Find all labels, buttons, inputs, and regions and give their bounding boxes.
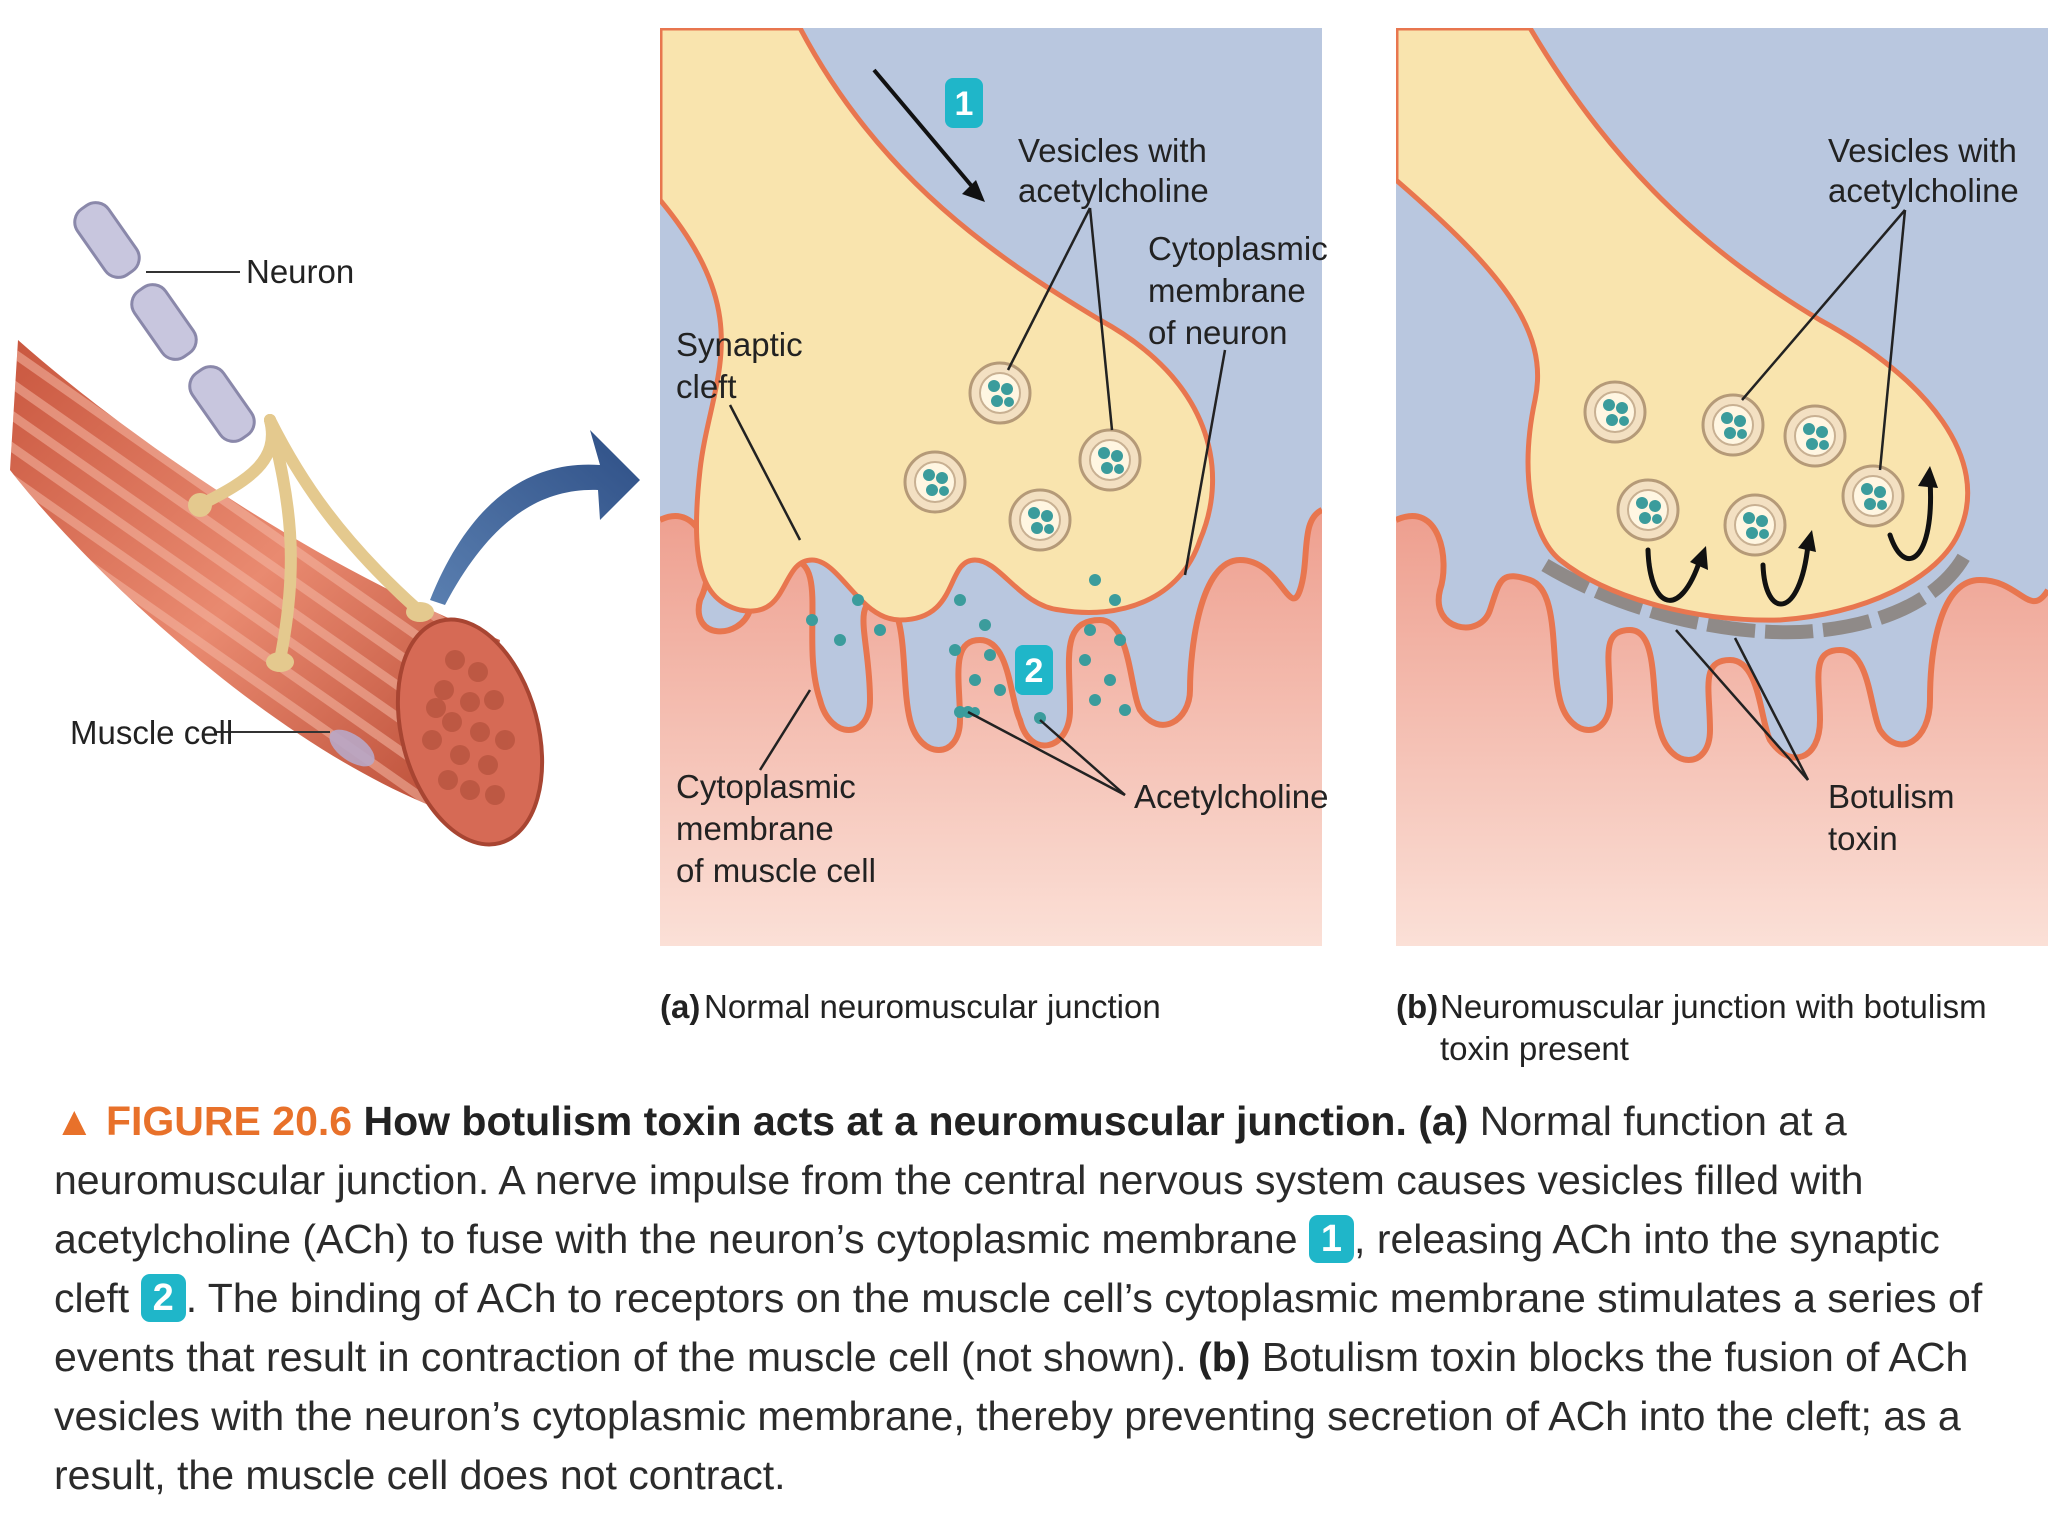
synaptic-cleft-label-line1: Synaptic: [676, 326, 803, 363]
muscle-cell-label: Muscle cell: [70, 714, 233, 751]
panel-a-labels: Vesicles with acetylcholine Cytoplasmic …: [660, 132, 1328, 1025]
acetylcholine-molecules: [806, 574, 1131, 724]
panel-a-caption-letter: (a): [660, 988, 700, 1025]
panel-a-normal-junction: 1 2: [660, 28, 1322, 946]
botulism-toxin-label-line1: Botulism: [1828, 778, 1955, 815]
acetylcholine-label: Acetylcholine: [1134, 778, 1328, 815]
figure-title: How botulism toxin acts at a neuromuscul…: [363, 1098, 1407, 1144]
panel-a-caption: Normal neuromuscular junction: [704, 988, 1161, 1025]
panel-b-caption-line2: toxin present: [1440, 1030, 1629, 1067]
neuron-membrane-label-line3: of neuron: [1148, 314, 1287, 351]
caption-b-label: (b): [1198, 1334, 1251, 1380]
panel-b-caption-line1: Neuromuscular junction with botulism: [1440, 988, 1987, 1025]
vesicles-label-a-line2: acetylcholine: [1018, 172, 1209, 209]
caption-text-1: Normal function at a neuromuscular junct…: [54, 1098, 1864, 1262]
panel-b-labels: Vesicles with acetylcholine Botulism tox…: [1396, 132, 2019, 1067]
panel-b-caption-letter: (b): [1396, 988, 1438, 1025]
caption-text-4: Botulism toxin blocks the fusion of ACh …: [54, 1334, 1969, 1498]
synaptic-cleft-label-line2: cleft: [676, 368, 737, 405]
neuron-label: Neuron: [246, 253, 354, 290]
vesicle-group: [903, 361, 1142, 552]
muscle-membrane-label-line2: membrane: [676, 810, 834, 847]
step-2-badge: 2: [1025, 652, 1044, 690]
step-1-badge: 1: [955, 85, 974, 123]
caption-text-3: . The binding of ACh to receptors on the…: [54, 1275, 1983, 1380]
vesicles-label-a-line1: Vesicles with: [1018, 132, 1207, 169]
neuron-membrane-label-line1: Cytoplasmic: [1148, 230, 1328, 267]
overview-illustration: Neuron Muscle cell: [10, 201, 640, 847]
vesicles-label-b-line2: acetylcholine: [1828, 172, 2019, 209]
figure-caption: ▲ FIGURE 20.6 How botulism toxin acts at…: [54, 1092, 2014, 1505]
caption-a-label: (a): [1418, 1098, 1469, 1144]
caption-badge-2: 2: [140, 1274, 186, 1322]
muscle-membrane-label-line3: of muscle cell: [676, 852, 876, 889]
panel-b-toxin-junction: [1396, 28, 2048, 946]
vesicles-label-b-line1: Vesicles with: [1828, 132, 2017, 169]
vesicle-group-b: [1583, 380, 1905, 557]
figure-number: ▲ FIGURE 20.6: [54, 1098, 353, 1144]
caption-text-2: , releasing ACh into the synaptic cleft: [54, 1216, 1940, 1321]
caption-badge-1: 1: [1308, 1215, 1355, 1263]
neuron-membrane-label-line2: membrane: [1148, 272, 1306, 309]
muscle-membrane-label-line1: Cytoplasmic: [676, 768, 856, 805]
botulism-toxin-label-line2: toxin: [1828, 820, 1898, 857]
